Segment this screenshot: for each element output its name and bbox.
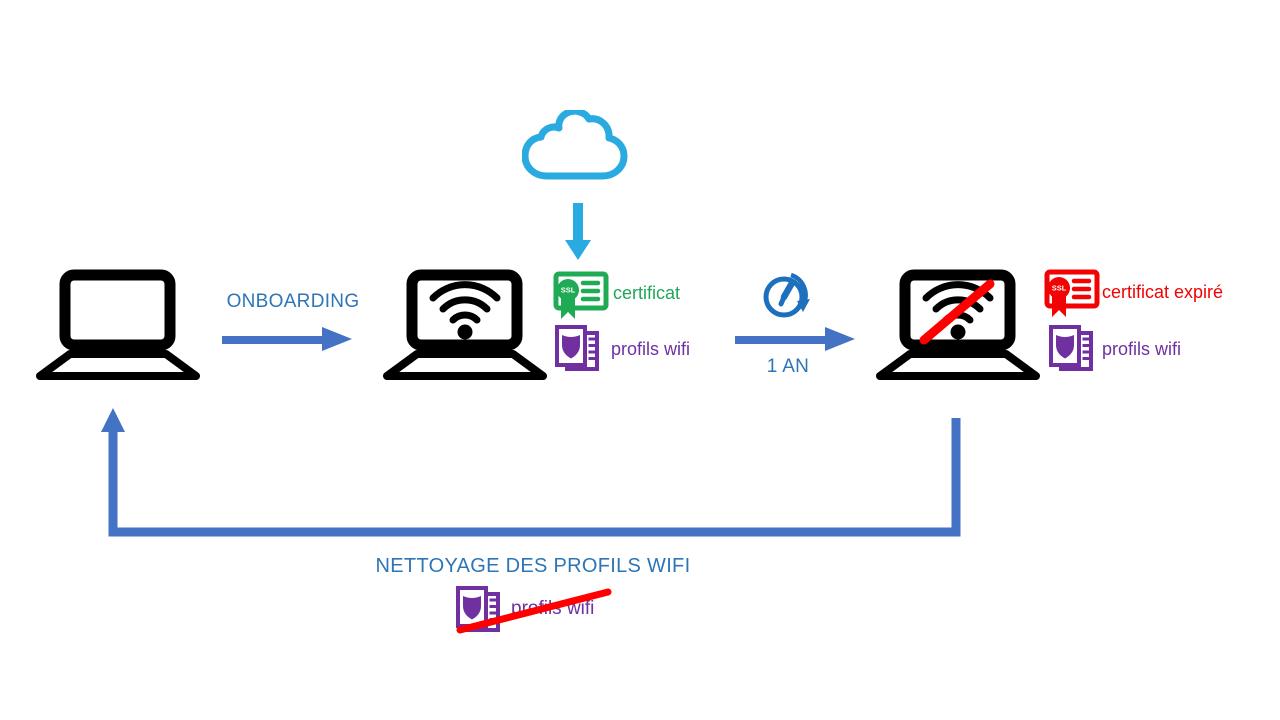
ssl-badge-text: SSL bbox=[1052, 284, 1067, 293]
wifi-crossed-icon bbox=[919, 279, 995, 345]
cleanup-return-arrow-icon bbox=[101, 408, 961, 537]
one-year-label: 1 AN bbox=[766, 356, 810, 377]
expired-certificate-icon: SSL bbox=[1044, 269, 1100, 317]
expired-certificate-label: certificat expiré bbox=[1102, 282, 1224, 302]
shield-icon bbox=[562, 335, 580, 359]
cloud-icon bbox=[522, 110, 628, 180]
wifi-profiles-icon bbox=[1049, 325, 1093, 371]
one-year-arrow-icon bbox=[735, 327, 855, 351]
red-slash-icon bbox=[919, 279, 995, 345]
onboarding-arrow-icon bbox=[222, 327, 352, 351]
laptop-start-icon bbox=[36, 269, 200, 380]
elapsed-time-clock-icon bbox=[763, 272, 810, 318]
onboarding-label: ONBOARDING bbox=[226, 291, 360, 312]
cleanup-label: NETTOYAGE DES PROFILS WIFI bbox=[375, 555, 691, 577]
laptop-expired-icon bbox=[876, 269, 1040, 380]
shield-icon bbox=[463, 596, 481, 620]
certificate-label: certificat bbox=[613, 283, 681, 303]
laptop-onboarded-icon bbox=[383, 269, 547, 380]
wifi-icon bbox=[429, 281, 501, 340]
ssl-certificate-icon: SSL bbox=[553, 271, 609, 319]
ssl-badge-text: SSL bbox=[561, 286, 576, 295]
wifi-profiles-label: profils wifi bbox=[1102, 339, 1182, 359]
wifi-profiles-label: profils wifi bbox=[611, 339, 691, 359]
cloud-download-arrow-icon bbox=[565, 203, 591, 260]
wifi-profiles-icon bbox=[555, 325, 599, 371]
shield-icon bbox=[1056, 335, 1074, 359]
red-strikethrough-icon bbox=[456, 588, 612, 634]
